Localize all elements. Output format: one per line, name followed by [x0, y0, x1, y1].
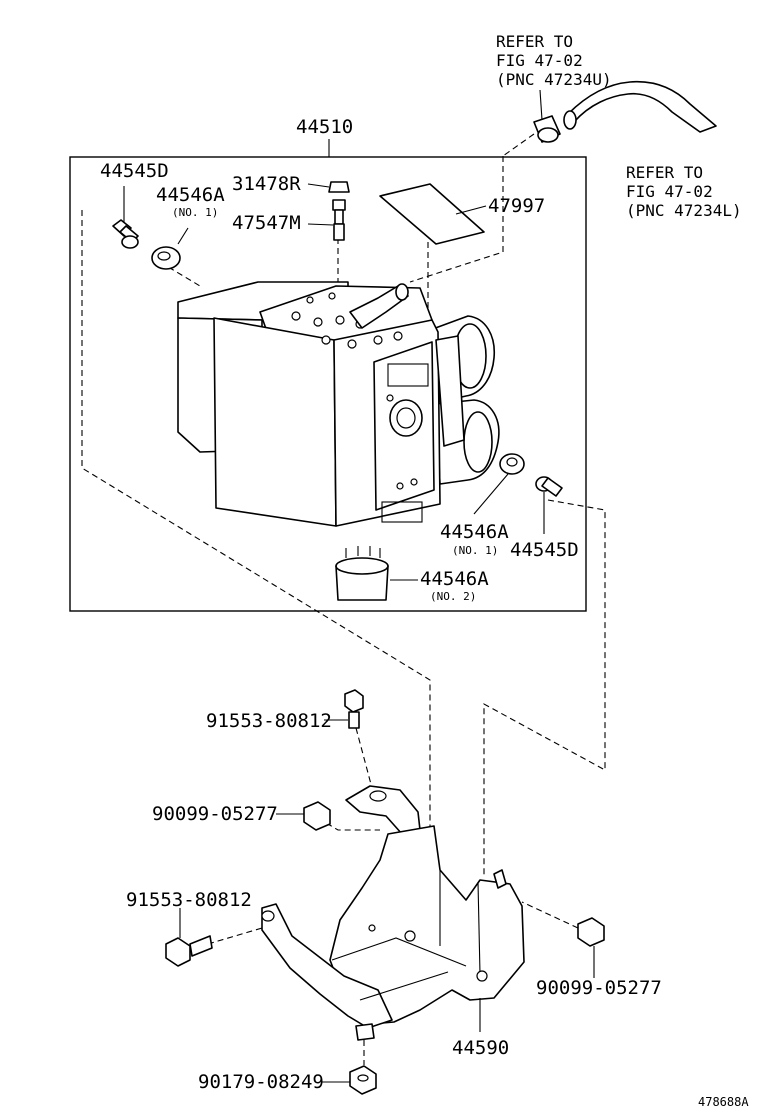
- refer-upper-line-1: REFER TO: [496, 32, 573, 51]
- nut-90179-08249-bottom-illustration: [322, 1065, 377, 1095]
- plate-47997-illustration: [379, 183, 487, 245]
- cap-31478r-illustration: [307, 181, 350, 193]
- nut-90099-05277-left-illustration: [276, 801, 331, 831]
- label-90179-08249[interactable]: 90179-08249: [198, 1071, 324, 1093]
- label-90099-05277-right[interactable]: 90099-05277: [536, 977, 662, 999]
- label-47997[interactable]: 47997: [488, 195, 545, 217]
- label-44546a-top-sub: (NO. 1): [172, 206, 218, 219]
- grommet-44546a-right-illustration: [473, 453, 525, 515]
- label-assembly-44510[interactable]: 44510: [296, 116, 353, 138]
- refer-lower-line-1: REFER TO: [626, 163, 703, 182]
- label-44546a-right[interactable]: 44546A: [440, 521, 509, 543]
- bolt-91553-80812-top-illustration: [324, 689, 364, 729]
- bolt-44545d-right-illustration: [535, 476, 563, 534]
- label-31478r[interactable]: 31478R: [232, 173, 301, 195]
- brake-hose-illustration: [533, 80, 717, 143]
- alignment-lines: [81, 133, 606, 1065]
- grommet-44546a-bottom-illustration: [335, 546, 418, 601]
- label-44546a-top[interactable]: 44546A: [156, 184, 225, 206]
- figure-id: 478688A: [698, 1095, 749, 1109]
- label-44546a-bottom-sub: (NO. 2): [430, 590, 476, 603]
- label-44545d-right[interactable]: 44545D: [510, 539, 579, 561]
- label-44590[interactable]: 44590: [452, 1037, 509, 1059]
- refer-block-lower: REFER TO FIG 47-02 (PNC 47234L): [626, 163, 742, 220]
- union-47547m-illustration: [307, 199, 346, 241]
- refer-lower-line-2: FIG 47-02: [626, 182, 713, 201]
- label-44545d-top[interactable]: 44545D: [100, 160, 169, 182]
- assembly-box: [69, 139, 587, 612]
- label-90099-05277-left[interactable]: 90099-05277: [152, 803, 278, 825]
- label-47547m[interactable]: 47547M: [232, 212, 301, 234]
- label-44546a-right-sub: (NO. 1): [452, 544, 498, 557]
- label-91553-80812-top[interactable]: 91553-80812: [206, 710, 332, 732]
- grommet-44546a-top-illustration: [151, 227, 189, 270]
- abs-actuator-illustration: [177, 281, 500, 527]
- bolt-91553-80812-left-illustration: [165, 908, 213, 967]
- refer-block-upper: REFER TO FIG 47-02 (PNC 47234U): [496, 32, 612, 89]
- refer-upper-line-2: FIG 47-02: [496, 51, 583, 70]
- bracket-44590-illustration: [261, 785, 525, 1041]
- label-91553-80812-left[interactable]: 91553-80812: [126, 889, 252, 911]
- label-44546a-bottom[interactable]: 44546A: [420, 568, 489, 590]
- refer-lower-line-3: (PNC 47234L): [626, 201, 742, 220]
- bolt-44545d-top-illustration: [112, 186, 139, 249]
- nut-90099-05277-right-illustration: [577, 917, 605, 978]
- refer-upper-line-3: (PNC 47234U): [496, 70, 612, 89]
